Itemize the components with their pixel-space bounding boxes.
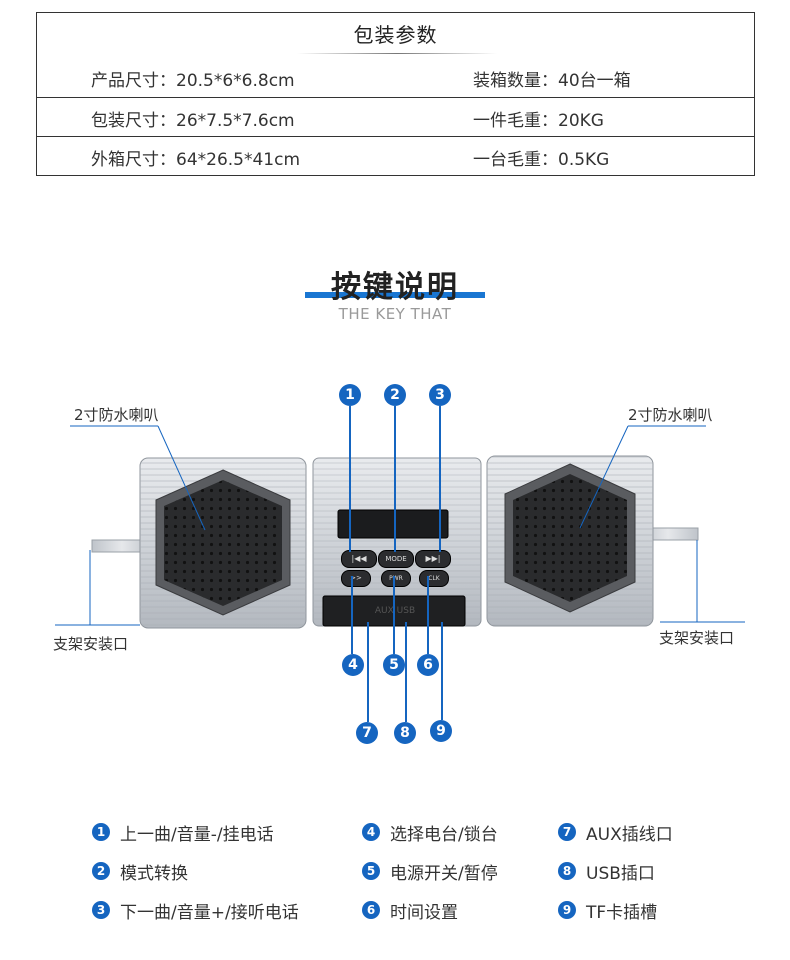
forward-button: >> <box>341 570 371 587</box>
leader-6 <box>427 576 429 654</box>
legend-text: 下一曲/音量+/接听电话 <box>120 902 299 923</box>
spec-product-size: 产品尺寸：20.5*6*6.8cm <box>91 71 295 91</box>
callout-line <box>579 425 629 529</box>
legend-text: TF卡插槽 <box>586 902 658 923</box>
legend-number: 6 <box>362 901 380 919</box>
legend-text: USB插口 <box>586 863 655 884</box>
leader-7 <box>367 622 369 722</box>
power-button: PWR <box>381 570 411 587</box>
spec-divider <box>37 97 754 98</box>
key-section-title: 按键说明 <box>331 270 459 305</box>
legend-item: 4 选择电台/锁台 <box>362 820 498 845</box>
legend-item: 5 电源开关/暂停 <box>362 859 498 884</box>
leader-8 <box>405 622 407 722</box>
speaker-right-label: 2寸防水喇叭 <box>628 406 713 424</box>
badge-9: 9 <box>430 720 452 742</box>
leader-9 <box>441 622 443 720</box>
leader-2 <box>394 406 396 552</box>
leader-1 <box>349 406 351 552</box>
spec-table-title: 包装参数 <box>353 23 438 47</box>
packaging-spec-table: 包装参数 产品尺寸：20.5*6*6.8cm 装箱数量：40台一箱 包装尺寸：2… <box>36 12 755 176</box>
legend-number: 3 <box>92 901 110 919</box>
spec-piece-weight: 一件毛重：20KG <box>473 111 604 131</box>
lcd-display <box>337 509 449 539</box>
spec-divider <box>37 136 754 137</box>
spec-row: 包装尺寸：26*7.5*7.6cm 一件毛重：20KG <box>37 97 754 137</box>
port-label: AUX USB <box>374 606 416 616</box>
legend-item: 3 下一曲/音量+/接听电话 <box>92 898 299 923</box>
product-diagram: |◀◀ MODE ▶▶| >> PWR CLK AUX USB 2寸防水喇叭 2… <box>0 360 790 760</box>
mount-left-label: 支架安装口 <box>53 635 129 653</box>
callout-line <box>157 425 206 531</box>
spec-row: 产品尺寸：20.5*6*6.8cm 装箱数量：40台一箱 <box>37 57 754 97</box>
legend-number: 1 <box>92 823 110 841</box>
leader-3 <box>439 406 441 552</box>
legend-item: 9 TF卡插槽 <box>558 898 658 923</box>
speaker-left-label: 2寸防水喇叭 <box>74 406 159 424</box>
legend-number: 5 <box>362 862 380 880</box>
badge-8: 8 <box>394 722 416 744</box>
left-speaker-housing <box>139 457 307 629</box>
spec-box-quantity: 装箱数量：40台一箱 <box>473 71 631 91</box>
mount-right-label: 支架安装口 <box>659 629 735 647</box>
legend-number: 7 <box>558 823 576 841</box>
spec-unit-weight: 一台毛重：0.5KG <box>473 150 610 170</box>
legend-text: 电源开关/暂停 <box>390 863 498 884</box>
legend-item: 7 AUX插线口 <box>558 820 673 845</box>
badge-2: 2 <box>384 384 406 406</box>
legend-number: 2 <box>92 862 110 880</box>
badge-1: 1 <box>339 384 361 406</box>
legend-text: 上一曲/音量-/挂电话 <box>120 824 274 845</box>
legend-text: 时间设置 <box>390 902 458 923</box>
legend-item: 1 上一曲/音量-/挂电话 <box>92 820 274 845</box>
legend-text: AUX插线口 <box>586 824 673 845</box>
badge-3: 3 <box>429 384 451 406</box>
section-title-accent-bar <box>305 292 485 298</box>
key-section-subtitle: THE KEY THAT <box>338 305 452 323</box>
badge-6: 6 <box>417 654 439 676</box>
legend-text: 模式转换 <box>120 863 188 884</box>
legend-item: 2 模式转换 <box>92 859 188 884</box>
prev-track-button: |◀◀ <box>341 550 377 568</box>
badge-4: 4 <box>342 654 364 676</box>
next-track-button: ▶▶| <box>415 550 451 568</box>
spec-carton-size: 外箱尺寸：64*26.5*41cm <box>91 150 301 170</box>
spec-title-underline <box>297 53 497 54</box>
clock-button: CLK <box>419 570 449 587</box>
legend-text: 选择电台/锁台 <box>390 824 498 845</box>
mode-button: MODE <box>378 550 414 568</box>
legend-number: 8 <box>558 862 576 880</box>
spec-row: 外箱尺寸：64*26.5*41cm 一台毛重：0.5KG <box>37 136 754 176</box>
center-control-unit <box>312 457 482 627</box>
badge-5: 5 <box>383 654 405 676</box>
legend-number: 9 <box>558 901 576 919</box>
badge-7: 7 <box>356 722 378 744</box>
leader-5 <box>393 576 395 654</box>
legend-item: 8 USB插口 <box>558 859 655 884</box>
right-speaker-housing <box>486 455 654 627</box>
legend-item: 6 时间设置 <box>362 898 458 923</box>
leader-4 <box>351 576 353 654</box>
spec-package-size: 包装尺寸：26*7.5*7.6cm <box>91 111 295 131</box>
legend-number: 4 <box>362 823 380 841</box>
